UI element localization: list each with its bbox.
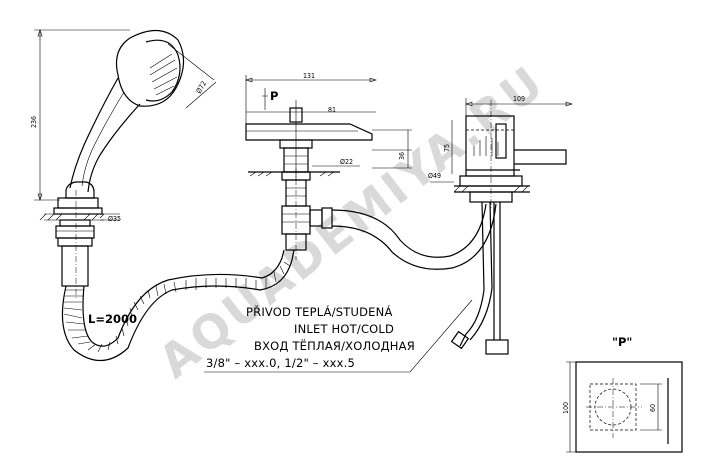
- detail-view-title: "P": [612, 335, 632, 349]
- dim-detail-outer-size: 100: [562, 402, 570, 414]
- inlet-note-line-4: 3/8" – xxx.0, 1/2" – xxx.5: [206, 356, 355, 370]
- deck-mixer: 109 75 Ø49: [428, 95, 573, 355]
- spout: 131 P 81 36 Ø22: [245, 72, 412, 260]
- dim-shower-height: 236: [30, 116, 38, 128]
- dim-mixer-hole-diameter: Ø49: [428, 172, 441, 180]
- shower-handset: [39, 29, 185, 300]
- inlet-note: PŘIVOD TEPLÁ/STUDENÁ INLET HOT/COLD ВХОД…: [206, 304, 415, 370]
- shower-head-nozzles: [149, 53, 178, 96]
- shower-dimensions: 236 Ø72 Ø35: [30, 29, 217, 223]
- detail-view-p: "P" 100 60: [562, 335, 683, 453]
- dim-spout-reach: 81: [328, 106, 336, 114]
- spout-view-marker: P: [270, 89, 278, 103]
- inlet-note-line-3: ВХОД ТЁПЛАЯ/ХОЛОДНАЯ: [254, 338, 415, 353]
- dim-mixer-width: 109: [513, 95, 525, 103]
- dim-shower-head-diameter: Ø72: [195, 80, 208, 95]
- dim-shower-hole-diameter: Ø35: [108, 215, 121, 223]
- dim-detail-inner-size: 60: [649, 404, 657, 412]
- inlet-note-line-2: INLET HOT/COLD: [294, 322, 394, 336]
- inlet-note-line-1: PŘIVOD TEPLÁ/STUDENÁ: [246, 304, 393, 319]
- flexible-hose: L=2000: [61, 249, 295, 362]
- dim-spout-width: 131: [303, 72, 315, 80]
- dim-spout-height: 36: [398, 152, 406, 160]
- inlet-leader: [204, 299, 473, 373]
- hose-length-label: L=2000: [88, 312, 137, 326]
- dim-mixer-height: 75: [443, 144, 451, 152]
- dim-spout-hole-diameter: Ø22: [340, 158, 353, 166]
